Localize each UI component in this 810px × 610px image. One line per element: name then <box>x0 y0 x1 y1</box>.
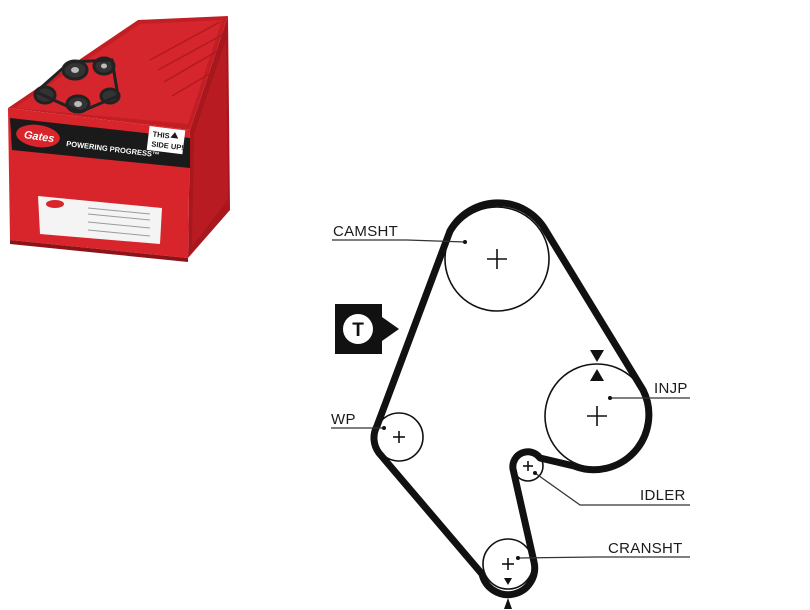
belt-routing-diagram: T CAMSHT WP INJP IDLER CRANSHT <box>331 199 690 609</box>
plus-icon <box>393 431 405 443</box>
camshaft-leader <box>332 239 466 243</box>
plus-icon <box>523 461 533 471</box>
plus-icon <box>587 406 607 426</box>
box-top-stripes <box>149 21 227 97</box>
plus-icon <box>502 558 514 570</box>
crankshaft-label: CRANSHT <box>608 540 683 557</box>
triangle-marker-icon <box>590 350 604 362</box>
gates-logo: Gates <box>16 124 60 148</box>
plus-icon <box>487 249 507 269</box>
triangle-marker-icon <box>504 578 512 585</box>
this-side-up-label: THIS SIDE UP! <box>146 126 186 155</box>
idler-label: IDLER <box>640 487 686 504</box>
tensioner-label: T <box>352 320 364 341</box>
triangle-marker-icon <box>504 598 512 609</box>
product-box: Gates POWERING PROGRESS™ THIS SIDE UP! <box>8 16 230 262</box>
box-label-panel <box>38 196 162 244</box>
box-pulley-artwork <box>33 56 121 114</box>
svg-text:Gates: Gates <box>23 129 55 145</box>
svg-text:SIDE UP!: SIDE UP! <box>151 139 184 152</box>
timing-belt <box>370 199 653 599</box>
injection-pump-label: INJP <box>654 380 688 397</box>
crankshaft-leader <box>517 556 690 559</box>
up-arrow-icon <box>170 132 179 139</box>
camshaft-pulley <box>444 206 550 312</box>
triangle-marker-icon <box>590 369 604 381</box>
tensioner-symbol-icon: T <box>335 304 399 354</box>
camshaft-label: CAMSHT <box>333 223 398 240</box>
box-black-band <box>10 118 190 168</box>
water-pump-label: WP <box>331 411 356 428</box>
svg-text:THIS: THIS <box>152 129 170 140</box>
idler-leader <box>534 472 690 506</box>
